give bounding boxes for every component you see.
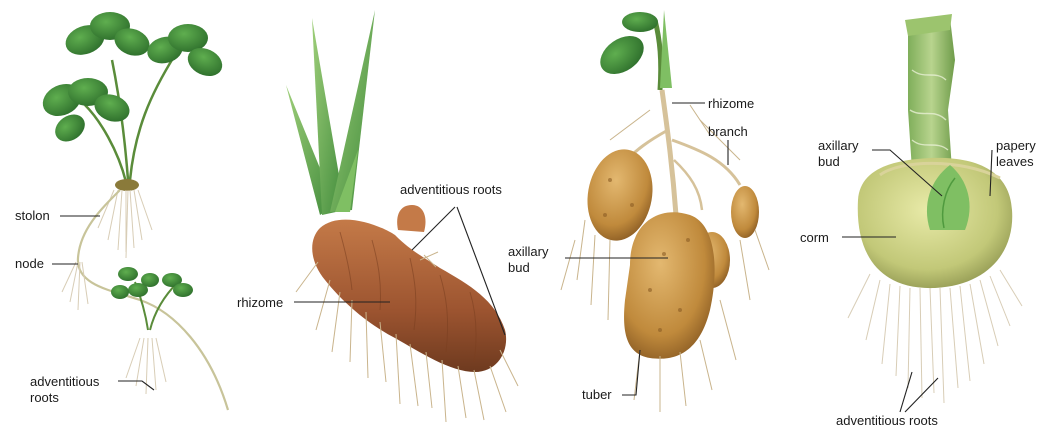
label-node: node bbox=[15, 256, 44, 271]
label-adventitious-roots: adventitious roots bbox=[400, 182, 502, 197]
label-corm-axillary-bud-line2: bud bbox=[818, 154, 840, 169]
tuber-plant-drawing bbox=[561, 10, 769, 412]
label-papery-leaves-line2: leaves bbox=[996, 154, 1034, 169]
label-rhizome: rhizome bbox=[237, 295, 283, 310]
label-corm-adventitious-roots: adventitious roots bbox=[836, 413, 938, 428]
strawberry-leaf-cluster-top bbox=[38, 12, 227, 147]
label-adventitious-roots-line1: adventitious bbox=[30, 374, 99, 389]
label-axillary-bud-line2: bud bbox=[508, 260, 530, 275]
label-branch: branch bbox=[708, 124, 748, 139]
label-stolon: stolon bbox=[15, 208, 50, 223]
label-corm-axillary-bud-line1: axillary bbox=[818, 138, 858, 153]
label-adventitious-roots-line2: roots bbox=[30, 390, 59, 405]
label-rhizome-tuber: rhizome bbox=[708, 96, 754, 111]
label-tuber: tuber bbox=[582, 387, 612, 402]
label-papery-leaves-line1: papery bbox=[996, 138, 1036, 153]
rhizome-plant-drawing bbox=[286, 10, 518, 422]
corm-plant-drawing bbox=[848, 14, 1022, 403]
label-axillary-bud-line1: axillary bbox=[508, 244, 548, 259]
label-corm: corm bbox=[800, 230, 829, 245]
stolon-plant-drawing bbox=[38, 12, 228, 410]
